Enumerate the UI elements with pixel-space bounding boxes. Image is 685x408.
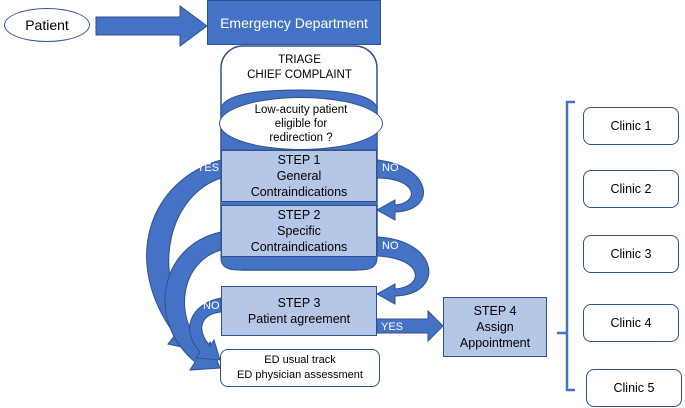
ed-track-line-2: ED physician assessment: [237, 369, 363, 381]
patient-node: Patient: [4, 8, 90, 42]
question-line-1: Low-acuity patient: [254, 103, 348, 116]
step1-title: STEP 1: [277, 153, 321, 167]
triage-bottom-band: [220, 253, 378, 271]
question-line-3: redirection ?: [269, 131, 333, 144]
no-arrow-2: [375, 236, 430, 305]
clinic-2: Clinic 2: [583, 170, 679, 208]
clinic-5: Clinic 5: [586, 369, 682, 407]
redirection-question: Low-acuity patient eligible for redirect…: [219, 97, 383, 150]
step1-line-1: General: [276, 169, 322, 183]
no-label-1: NO: [382, 162, 399, 174]
step1-box: STEP 1 General Contraindications: [221, 150, 377, 202]
ed-track-line-1: ED usual track: [264, 354, 336, 366]
step3-box: STEP 3 Patient agreement: [221, 286, 377, 336]
step2-line-1: Specific: [277, 224, 321, 238]
clinic-4: Clinic 4: [583, 304, 679, 342]
patient-to-ed-arrow: [95, 5, 208, 47]
step4-title: STEP 4: [473, 304, 517, 318]
question-line-2: eligible for: [274, 117, 328, 130]
ed-usual-track-box: ED usual track ED physician assessment: [220, 349, 380, 387]
no-arrow-3: [189, 297, 222, 361]
triage-title: TRIAGE CHIEF COMPLAINT: [222, 50, 377, 86]
step4-line-1: Assign: [476, 320, 514, 334]
yes-arrow-3: [376, 309, 444, 343]
step4-box: STEP 4 Assign Appointment: [443, 297, 547, 357]
yes-arrow-2: [164, 231, 222, 371]
yes-label-3: YES: [381, 321, 404, 333]
no-label-3: NO: [203, 300, 220, 312]
emergency-department-node: Emergency Department: [207, 0, 381, 45]
step3-line-1: Patient agreement: [247, 312, 351, 326]
no-arrow-1: [375, 159, 424, 221]
step2-box: STEP 2 Specific Contraindications: [221, 205, 377, 257]
step1-line-2: Contraindications: [250, 185, 348, 199]
step4-line-2: Appointment: [459, 336, 531, 350]
step2-line-2: Contraindications: [250, 240, 348, 254]
step3-title: STEP 3: [277, 296, 321, 310]
step2-title: STEP 2: [277, 208, 321, 222]
clinic-3: Clinic 3: [583, 235, 679, 273]
clinic-1: Clinic 1: [583, 107, 679, 145]
yes-label-2: YES: [197, 220, 220, 232]
triage-line-1: TRIAGE: [278, 54, 321, 66]
triage-line-2: CHIEF COMPLAINT: [247, 69, 352, 81]
clinics-bracket: [565, 100, 575, 392]
no-label-2: NO: [382, 240, 399, 252]
yes-label-1: YES: [197, 162, 220, 174]
